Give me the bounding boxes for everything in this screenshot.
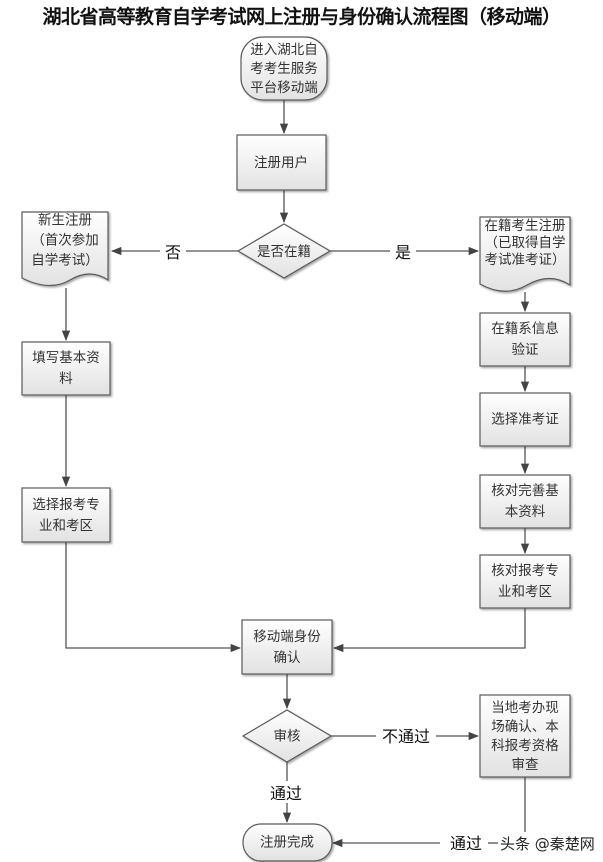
edge-label-fail: 不通过	[382, 727, 430, 746]
node-label-line: 核对报考专	[491, 563, 559, 579]
node-label-line: 注册完成	[260, 835, 314, 851]
node-label-line: 自学考试）	[31, 253, 99, 269]
node-label-line: （已取得自学	[485, 234, 566, 251]
node-label-line: 是否在籍	[257, 243, 311, 260]
node-decision-review	[241, 709, 333, 763]
node-mobile-id-confirm	[241, 619, 333, 675]
node-label-line: 本资料	[505, 504, 546, 520]
node-register-user	[236, 134, 327, 191]
edge-label-no: 否	[165, 243, 181, 262]
node-label-line: 确认	[274, 650, 301, 666]
node-label-line: 考试准考证）	[485, 252, 566, 268]
node-label-select-major-left: 选择报考专业和考区	[32, 497, 100, 534]
node-label-verify-enrollment: 在籍系信息验证	[491, 320, 559, 358]
node-label-line: 业和考区	[39, 518, 93, 534]
node-new-student	[21, 211, 109, 287]
node-label-line: 业和考区	[498, 584, 552, 600]
node-label-line: 注册用户	[254, 154, 308, 171]
node-label-line: 审查	[512, 757, 540, 773]
watermark: 头条 @秦楚网	[500, 835, 595, 853]
edge-label-pass: 通过	[270, 784, 302, 803]
node-label-mobile-id-confirm: 移动端身份确认	[253, 629, 321, 666]
node-verify-enrollment	[479, 312, 571, 367]
node-label-line: 审核	[274, 729, 301, 745]
node-label-line: 场确认、本	[491, 719, 559, 735]
node-label-check-major-right: 核对报考专业和考区	[491, 563, 559, 600]
node-label-line: 新生注册	[38, 213, 92, 229]
node-label-line: （首次参加	[31, 232, 99, 249]
node-label-line: 科报考资格	[491, 738, 559, 754]
node-label-fill-basic-info: 填写基本资料	[32, 349, 100, 387]
node-check-major-right	[479, 554, 571, 609]
node-label-line: 选择准考证	[491, 412, 559, 428]
node-label-line: 在籍考生注册	[485, 217, 566, 234]
node-label-check-basic-info: 核对完善基本资料	[491, 482, 559, 520]
node-label-line: 进入湖北自	[250, 42, 318, 58]
node-label-start: 进入湖北自考考生服务平台移动端	[250, 42, 318, 96]
node-end	[242, 823, 333, 862]
edge-check-major-to-confirm	[332, 608, 526, 653]
node-label-line: 料	[59, 371, 73, 387]
node-label-decision-review: 审核	[274, 729, 301, 745]
node-label-line: 核对完善基	[491, 482, 559, 499]
edge-label-pass-return: 通过	[450, 834, 482, 853]
node-decision-enrolled	[236, 223, 332, 279]
node-label-new-student: 新生注册 （首次参加自学考试）	[31, 213, 99, 269]
node-select-ticket	[479, 392, 571, 447]
node-fill-basic-info	[21, 341, 111, 396]
edge-select-major-to-confirm	[65, 542, 242, 653]
edge-label-yes: 是	[395, 243, 411, 262]
node-label-local-office-review: 当地考办现场确认、本科报考资格审查	[491, 700, 559, 773]
diagram-title: 湖北省高等教育自学考试网上注册与身份确认流程图（移动端）	[42, 6, 561, 28]
node-label-line: 验证	[512, 342, 539, 358]
node-label-line: 考考生服务	[250, 61, 318, 77]
node-select-major-left	[21, 487, 111, 543]
node-label-decision-enrolled: 是否在籍	[257, 243, 311, 260]
node-label-register-user: 注册用户	[254, 154, 308, 171]
node-local-office-review	[479, 694, 571, 778]
node-check-basic-info	[479, 474, 571, 529]
node-label-enrolled-student: 在籍考生注册（已取得自学考试准考证）	[485, 217, 566, 268]
node-label-line: 填写基本资	[32, 349, 100, 366]
node-label-line: 平台移动端	[250, 80, 318, 96]
node-label-line: 在籍系信息	[491, 320, 559, 337]
node-enrolled-student	[479, 216, 571, 292]
node-start	[240, 36, 328, 101]
node-label-select-ticket: 选择准考证	[491, 412, 559, 428]
node-label-end: 注册完成	[260, 835, 314, 851]
node-label-line: 选择报考专	[32, 497, 100, 513]
node-label-line: 当地考办现	[491, 700, 559, 716]
node-label-line: 移动端身份	[253, 629, 321, 645]
